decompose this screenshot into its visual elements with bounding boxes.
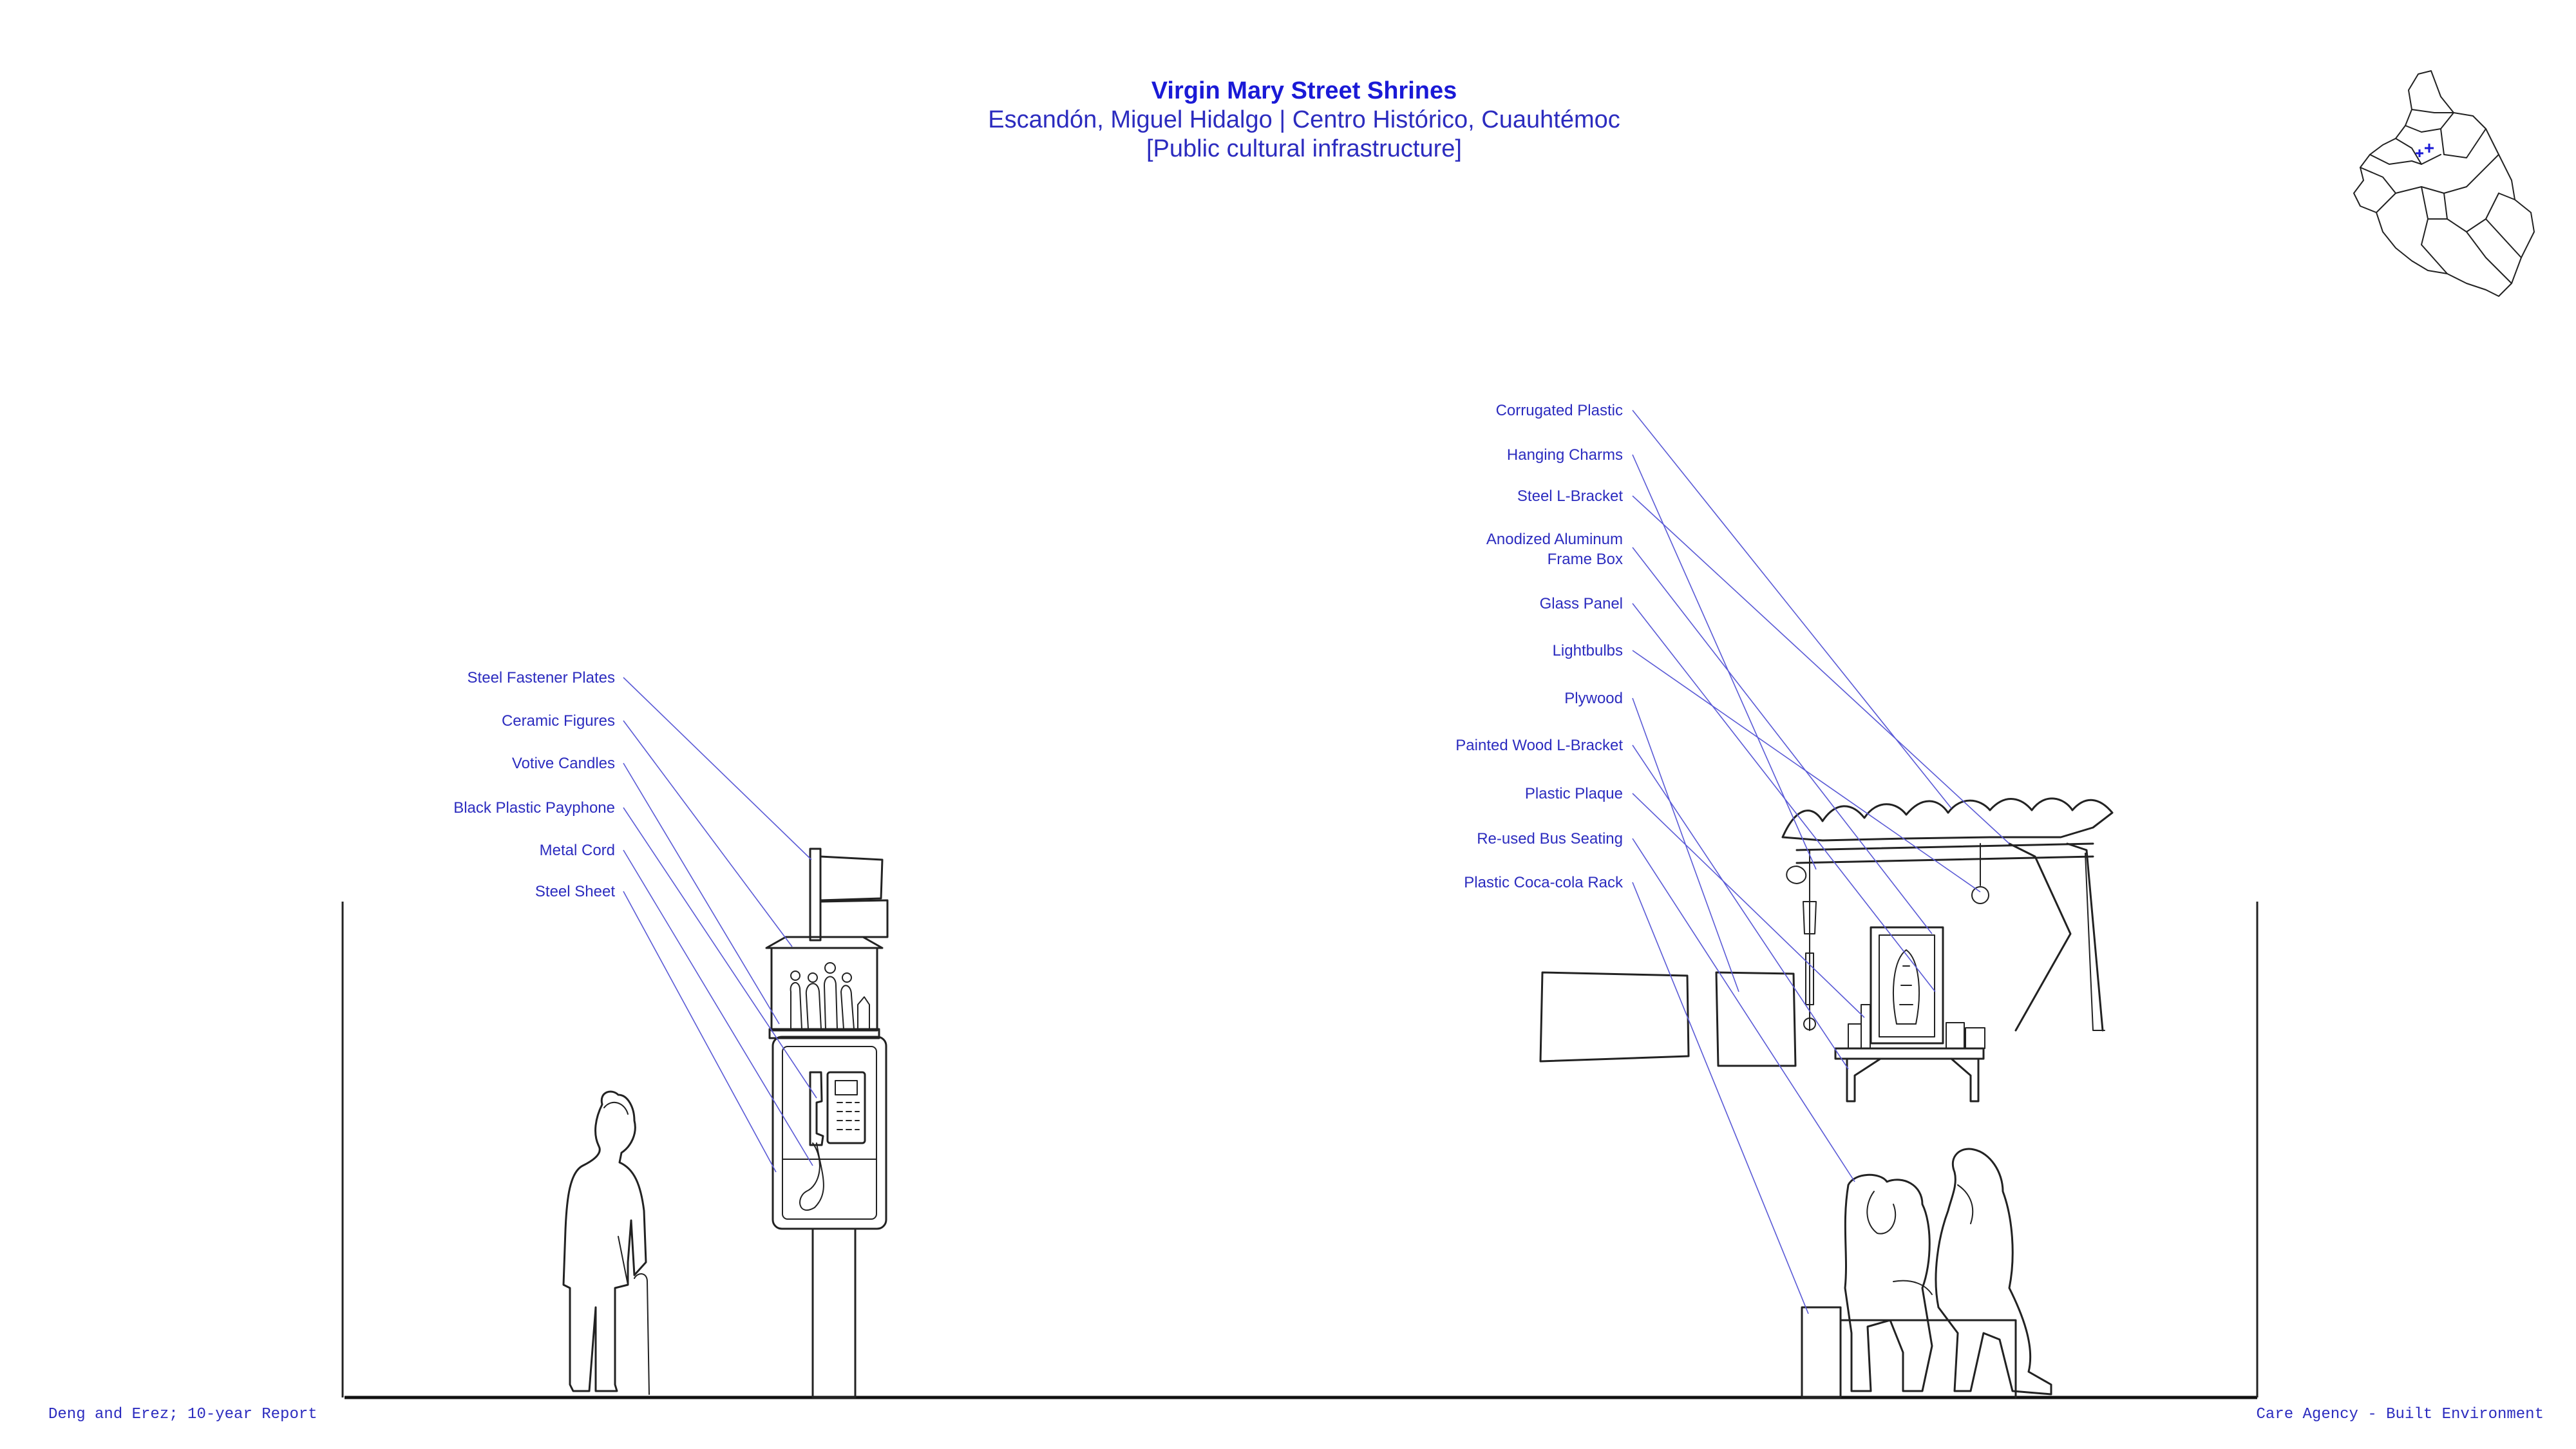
callout-steel-sheet: Steel Sheet <box>535 883 615 900</box>
left-leader-lines <box>623 677 817 1173</box>
elderly-person-figure <box>562 1090 650 1395</box>
page-title: Virgin Mary Street Shrines <box>1151 77 1457 104</box>
callout-steel-l-bracket: Steel L-Bracket <box>1517 488 1623 505</box>
left-callouts: Steel Fastener Plates Ceramic Figures Vo… <box>453 669 615 900</box>
callout-frame-box: Frame Box <box>1548 551 1623 568</box>
right-leader-lines <box>1632 410 2010 1314</box>
callout-plastic-coca-cola-rack: Plastic Coca-cola Rack <box>1464 874 1624 891</box>
callout-plastic-plaque: Plastic Plaque <box>1525 785 1623 802</box>
payphone-shrine <box>765 848 889 1399</box>
callout-ceramic-figures: Ceramic Figures <box>502 712 615 730</box>
footer-right: Care Agency - Built Environment <box>2257 1406 2544 1423</box>
callout-painted-wood-l-bracket: Painted Wood L-Bracket <box>1455 737 1623 754</box>
callout-votive-candles: Votive Candles <box>512 755 615 772</box>
callout-re-used-bus-seating: Re-used Bus Seating <box>1477 830 1623 848</box>
right-callouts: Corrugated Plastic Hanging Charms Steel … <box>1455 402 1624 891</box>
footer-left: Deng and Erez; 10-year Report <box>48 1406 317 1423</box>
callout-steel-fastener-plates: Steel Fastener Plates <box>468 669 615 687</box>
locator-map <box>2353 70 2535 297</box>
callout-corrugated-plastic: Corrugated Plastic <box>1496 402 1623 419</box>
seated-people-figure <box>1801 1148 2052 1399</box>
callout-hanging-charms: Hanging Charms <box>1507 446 1623 464</box>
callout-metal-cord: Metal Cord <box>540 842 615 859</box>
page-category: [Public cultural infrastructure] <box>1146 135 1462 162</box>
callout-anodized-aluminum: Anodized Aluminum <box>1486 531 1623 548</box>
callout-black-plastic-payphone: Black Plastic Payphone <box>453 799 615 817</box>
callout-lightbulbs: Lightbulbs <box>1553 642 1623 659</box>
callout-plywood: Plywood <box>1564 690 1623 707</box>
page-subtitle: Escandón, Miguel Hidalgo | Centro Histór… <box>988 106 1620 133</box>
callout-glass-panel: Glass Panel <box>1540 595 1623 612</box>
wall-shrine <box>1539 797 2114 1103</box>
